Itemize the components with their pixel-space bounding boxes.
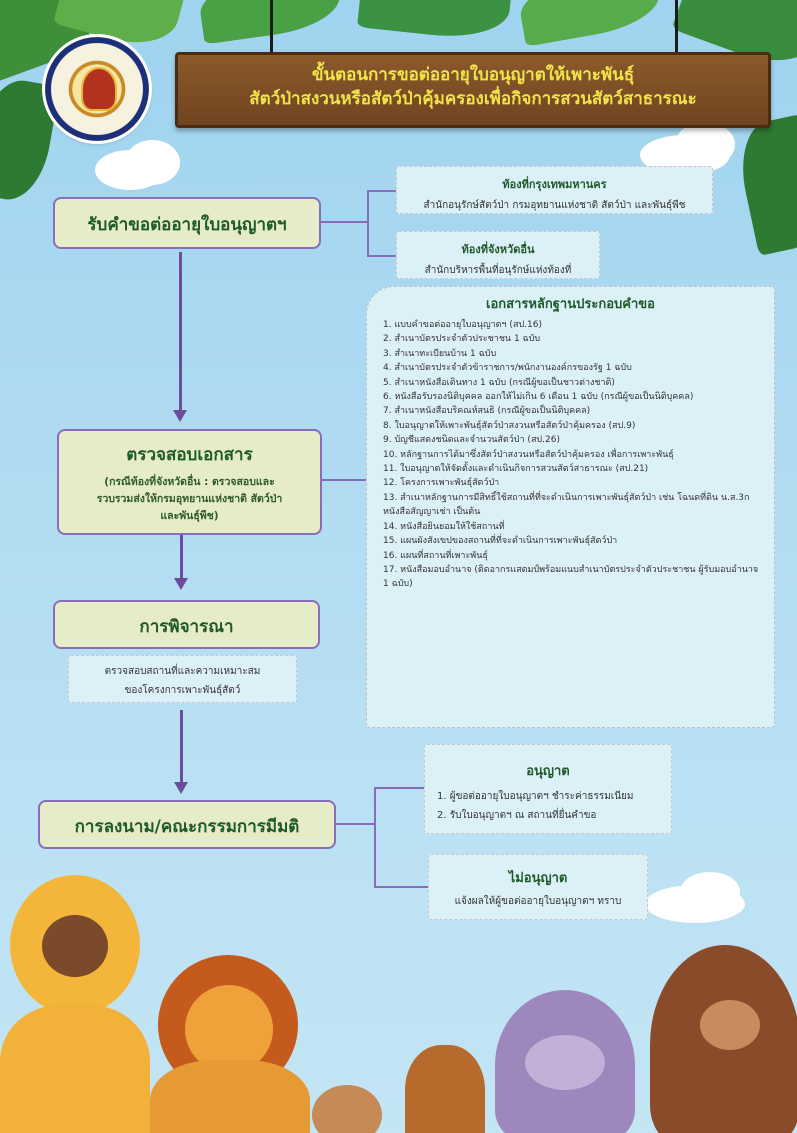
required-documents-title: เอกสารหลักฐานประกอบคำขอ — [486, 297, 655, 312]
bear-snout — [700, 1000, 760, 1050]
meerkat-illustration — [405, 1045, 485, 1133]
branch-connector — [367, 190, 397, 192]
consideration-note-line1: ตรวจสอบสถานที่และความเหมาะสม — [104, 666, 261, 677]
step-consideration: การพิจารณา — [53, 600, 320, 649]
lion-face — [185, 985, 273, 1073]
required-document-item: 3. สำเนาทะเบียนบ้าน 1 ฉบับ — [383, 348, 497, 359]
department-emblem — [45, 37, 149, 141]
cloud — [125, 140, 180, 185]
approve-item-2: 2. รับใบอนุญาตฯ ณ สถานที่ยื่นคำขอ — [437, 810, 597, 821]
flow-connector — [180, 535, 183, 580]
emblem-figure-icon — [81, 67, 117, 111]
branch-connector — [319, 479, 367, 481]
required-document-item: 7. สำเนาหนังสือบริคณห์สนธิ (กรณีผู้ขอเป็… — [383, 406, 591, 417]
flow-connector — [179, 252, 182, 412]
step-verify-note-line3: และพันธุ์พืช) — [160, 510, 219, 522]
arrow-down-icon — [174, 782, 188, 794]
deny-box: ไม่อนุญาต แจ้งผลให้ผู้ขอต่ออายุใบอนุญาตฯ… — [428, 854, 648, 920]
step-signing-committee: การลงนาม/คณะกรรมการมีมติ — [38, 800, 336, 849]
step-verify-documents-title: ตรวจสอบเอกสาร — [126, 445, 253, 465]
required-document-item: 17. หนังสือมอบอำนาจ (ติดอากรแสตมป์พร้อมแ… — [383, 564, 759, 590]
giraffe-muzzle — [42, 915, 108, 977]
required-document-item: 4. สำเนาบัตรประจำตัวข้าราชการ/พนักงานองค… — [383, 363, 632, 374]
deny-heading: ไม่อนุญาต — [508, 871, 568, 886]
required-document-item: 11. ใบอนุญาตให้จัดตั้งและดำเนินกิจการสวน… — [383, 464, 649, 475]
bangkok-office-box: ท้องที่กรุงเทพมหานคร สำนักอนุรักษ์สัตว์ป… — [396, 166, 713, 214]
required-document-item: 1. แบบคำขอต่ออายุใบอนุญาตฯ (สป.16) — [383, 320, 542, 330]
approve-heading: อนุญาต — [526, 764, 570, 779]
cloud — [675, 122, 735, 167]
required-document-item: 12. โครงการเพาะพันธุ์สัตว์ป่า — [383, 478, 500, 489]
branch-connector — [374, 886, 428, 888]
consideration-note-line2: ของโครงการเพาะพันธุ์สัตว์ — [124, 685, 241, 696]
required-document-item: 16. แผนที่สถานที่เพาะพันธุ์ — [383, 550, 488, 561]
required-documents-panel: เอกสารหลักฐานประกอบคำขอ 1. แบบคำขอต่ออาย… — [366, 286, 775, 728]
branch-connector — [367, 190, 369, 256]
branch-connector — [374, 787, 376, 887]
step-verify-note-line2: รวบรวมส่งให้กรมอุทยานแห่งชาติ สัตว์ป่า — [96, 493, 283, 505]
leaf-decoration — [515, 0, 665, 47]
page-title-line2: สัตว์ป่าสงวนหรือสัตว์ป่าคุ้มครองเพื่อกิจ… — [249, 89, 697, 109]
step-receive-request-title: รับคำขอต่ออายุใบอนุญาตฯ — [87, 215, 287, 235]
branch-connector — [374, 787, 424, 789]
flow-connector — [180, 710, 183, 784]
lion-body — [150, 1060, 310, 1133]
arrow-down-icon — [174, 578, 188, 590]
title-banner: ขั้นตอนการขอต่ออายุใบอนุญาตให้เพาะพันธุ์… — [175, 52, 771, 128]
approve-box: อนุญาต 1. ผู้ขอต่ออายุใบอนุญาตฯ ชำระค่าธ… — [424, 744, 672, 834]
province-office: สำนักบริหารพื้นที่อนุรักษ์แห่งท้องที่ — [424, 265, 572, 276]
leaf-decoration — [357, 0, 513, 43]
hippo-snout — [525, 1035, 605, 1090]
required-document-item: 10. หลักฐานการได้มาซึ่งสัตว์ป่าสงวนหรือส… — [383, 449, 674, 460]
required-document-item: 9. บัญชีแสดงชนิดและจำนวนสัตว์ป่า (สป.26) — [383, 435, 560, 446]
chain — [270, 0, 273, 54]
required-documents-list: 1. แบบคำขอต่ออายุใบอนุญาตฯ (สป.16) 2. สำเ… — [367, 318, 774, 592]
step-verify-note-line1: (กรณีท้องที่จังหวัดอื่น : ตรวจสอบและ — [104, 476, 275, 488]
step-receive-request: รับคำขอต่ออายุใบอนุญาตฯ — [53, 197, 321, 249]
leaf-decoration — [732, 114, 797, 256]
required-document-item: 6. หนังสือรับรองนิติบุคคล ออกให้ไม่เกิน … — [383, 392, 694, 403]
required-document-item: 8. ใบอนุญาตให้เพาะพันธุ์สัตว์ป่าสงวนหรือ… — [383, 420, 636, 431]
province-office-box: ท้องที่จังหวัดอื่น สำนักบริหารพื้นที่อนุ… — [396, 231, 600, 279]
province-heading: ท้องที่จังหวัดอื่น — [461, 243, 535, 256]
required-document-item: 5. สำเนาหนังสือเดินทาง 1 ฉบับ (กรณีผู้ขอ… — [383, 377, 615, 388]
required-document-item: 15. แผนผังสังเขปของสถานที่ที่จะดำเนินการ… — [383, 536, 618, 547]
branch-connector — [333, 823, 375, 825]
required-document-item: 2. สำเนาบัตรประจำตัวประชาชน 1 ฉบับ — [383, 334, 541, 345]
step-consideration-title: การพิจารณา — [139, 617, 234, 637]
required-document-item: 14. หนังสือยินยอมให้ใช้สถานที่ — [383, 521, 505, 532]
bangkok-heading: ท้องที่กรุงเทพมหานคร — [502, 178, 607, 191]
arrow-down-icon — [173, 410, 187, 422]
consideration-note-box: ตรวจสอบสถานที่และความเหมาะสม ของโครงการเ… — [68, 655, 297, 703]
approve-item-1: 1. ผู้ขอต่ออายุใบอนุญาตฯ ชำระค่าธรรมเนีย… — [437, 791, 634, 802]
step-signing-title: การลงนาม/คณะกรรมการมีมติ — [74, 817, 300, 837]
chain — [675, 0, 678, 54]
cloud — [680, 872, 740, 912]
giraffe-body — [0, 1005, 150, 1133]
bangkok-office: สำนักอนุรักษ์สัตว์ป่า กรมอุทยานแห่งชาติ … — [423, 200, 686, 211]
branch-connector — [367, 255, 397, 257]
step-verify-documents: ตรวจสอบเอกสาร (กรณีท้องที่จังหวัดอื่น : … — [57, 429, 322, 535]
required-document-item: 13. สำเนาหลักฐานการมีสิทธิ์ใช้สถานที่ที่… — [383, 492, 750, 518]
deny-body: แจ้งผลให้ผู้ขอต่ออายุใบอนุญาตฯ ทราบ — [454, 896, 622, 907]
branch-connector — [318, 221, 368, 223]
page-title-line1: ขั้นตอนการขอต่ออายุใบอนุญาตให้เพาะพันธุ์ — [311, 65, 635, 85]
squirrel-illustration — [312, 1085, 382, 1133]
